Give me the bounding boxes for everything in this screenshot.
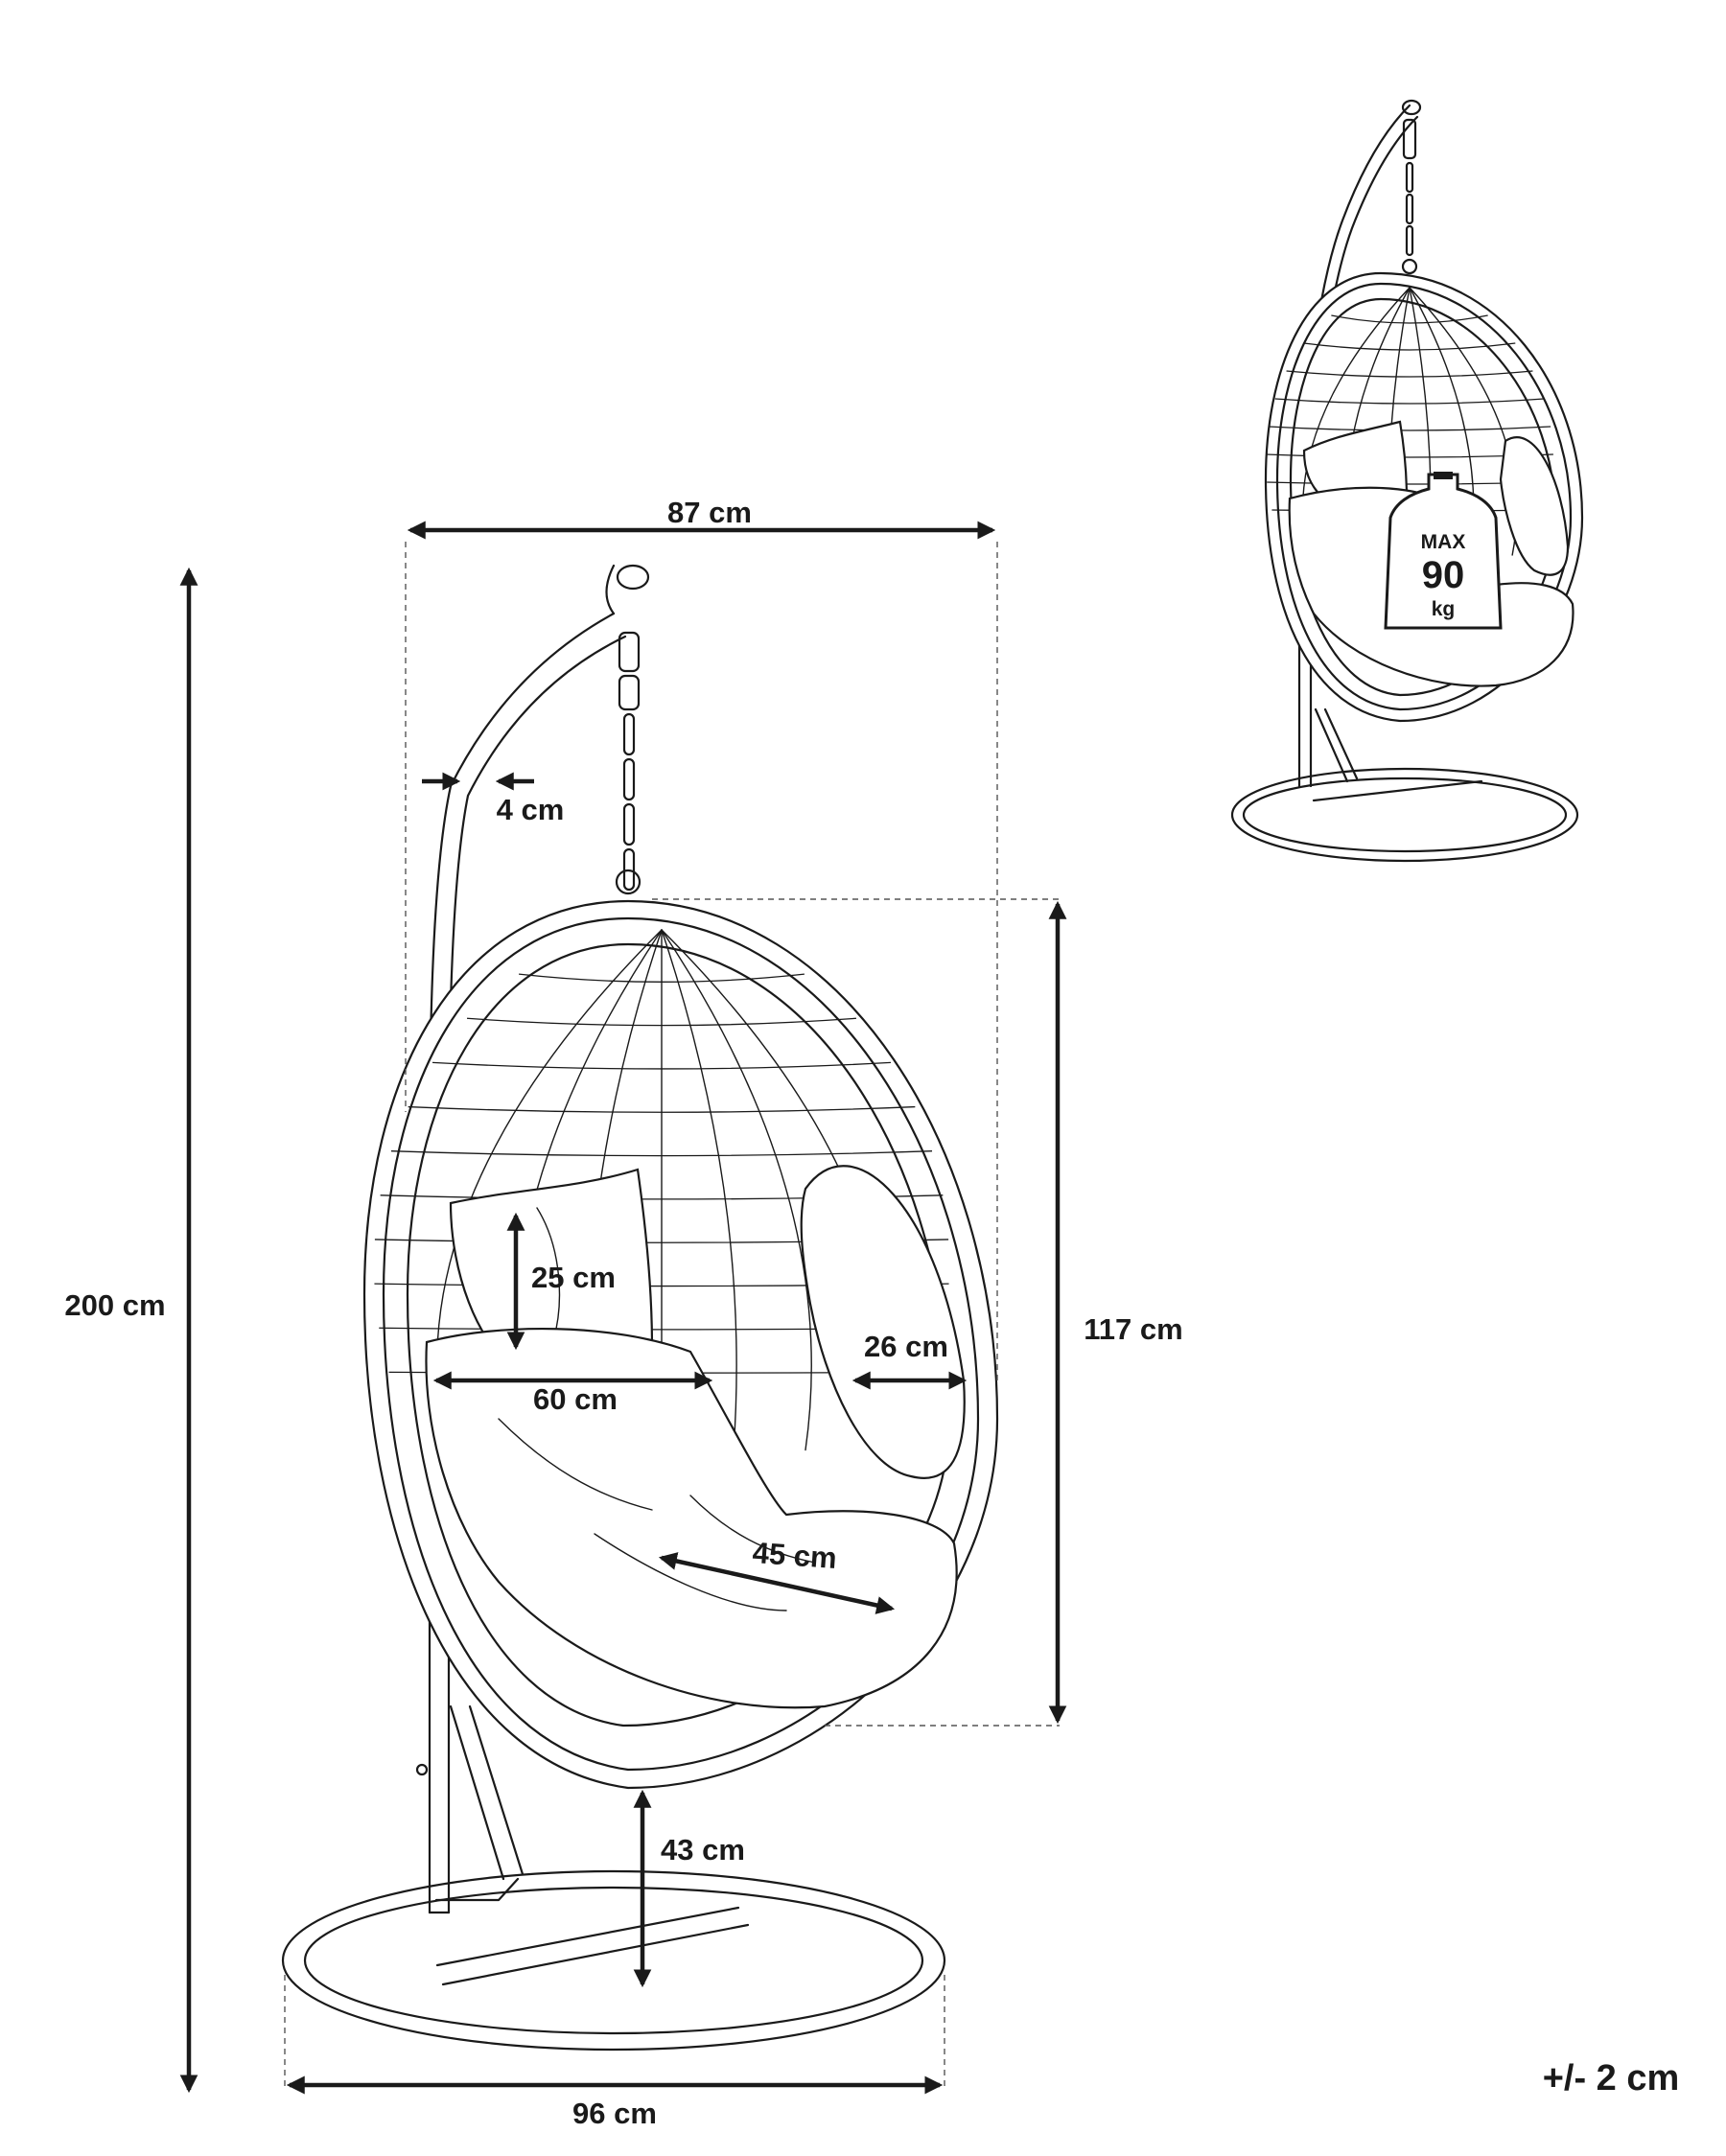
label-base-diameter: 96 cm xyxy=(572,2097,657,2130)
label-seat-depth: 45 cm xyxy=(752,1536,838,1575)
label-width-top: 87 cm xyxy=(667,496,752,529)
label-ground-clearance: 43 cm xyxy=(661,1833,745,1866)
label-arm-opening: 26 cm xyxy=(864,1330,948,1363)
small-chain xyxy=(1401,118,1418,275)
small-chair-drawing: MAX 90 kg xyxy=(1230,99,1584,863)
label-stand-thickness: 4 cm xyxy=(497,793,565,826)
label-height-total: 200 cm xyxy=(64,1288,165,1322)
weight-badge-max: MAX xyxy=(1421,531,1466,553)
weight-limit-badge: MAX 90 kg xyxy=(1384,472,1503,630)
top-hook xyxy=(605,564,650,615)
label-backrest: 25 cm xyxy=(531,1261,616,1294)
label-height-chair: 117 cm xyxy=(1084,1312,1182,1346)
small-arm-opening xyxy=(1499,436,1570,576)
main-chair-drawing: 87 cm 4 cm 200 cm 117 cm 25 cm 60 cm 26 … xyxy=(64,496,1182,2130)
weight-badge-value: 90 xyxy=(1422,554,1465,596)
small-stand-base xyxy=(1230,767,1579,863)
dim-seat-depth xyxy=(658,1552,896,1614)
tolerance-note: +/- 2 cm xyxy=(1543,2058,1680,2098)
stand-base xyxy=(281,1869,946,2052)
dimension-labels: 87 cm 4 cm 200 cm 117 cm 25 cm 60 cm 26 … xyxy=(64,496,1182,2130)
extension-lines xyxy=(284,542,1060,2090)
weight-badge-unit: kg xyxy=(1432,598,1456,620)
chain xyxy=(615,631,641,895)
dimension-arrows xyxy=(179,521,1067,2095)
arm-opening xyxy=(800,1165,966,1479)
label-seat-width: 60 cm xyxy=(533,1382,618,1416)
